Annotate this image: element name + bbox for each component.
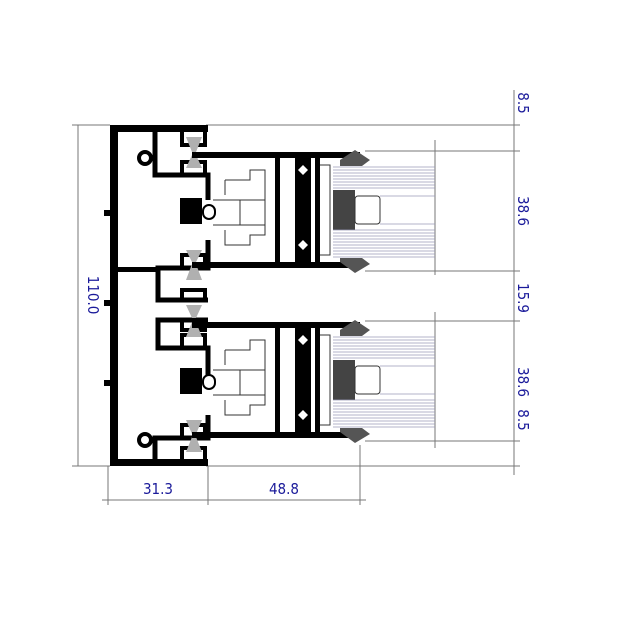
outer-frame-profile	[104, 125, 211, 466]
thermal-breaks	[186, 137, 202, 452]
upper-glass	[333, 166, 435, 258]
lower-glass	[333, 336, 435, 428]
dim-right-2: 38.6	[514, 196, 532, 226]
dim-right-4: 38.6	[514, 367, 532, 397]
dim-overall-height: 110.0	[84, 276, 102, 315]
upper-sash-profile	[192, 150, 381, 273]
dim-right-1: 8.5	[514, 92, 532, 113]
dimension-lines	[77, 90, 515, 501]
dim-right-3: 15.9	[514, 283, 532, 313]
dim-frame-width: 31.3	[143, 480, 173, 498]
dim-right-5: 8.5	[514, 409, 532, 430]
dim-sash-width: 48.8	[269, 480, 299, 498]
extension-lines	[72, 124, 520, 505]
lower-sash-profile	[192, 320, 381, 443]
